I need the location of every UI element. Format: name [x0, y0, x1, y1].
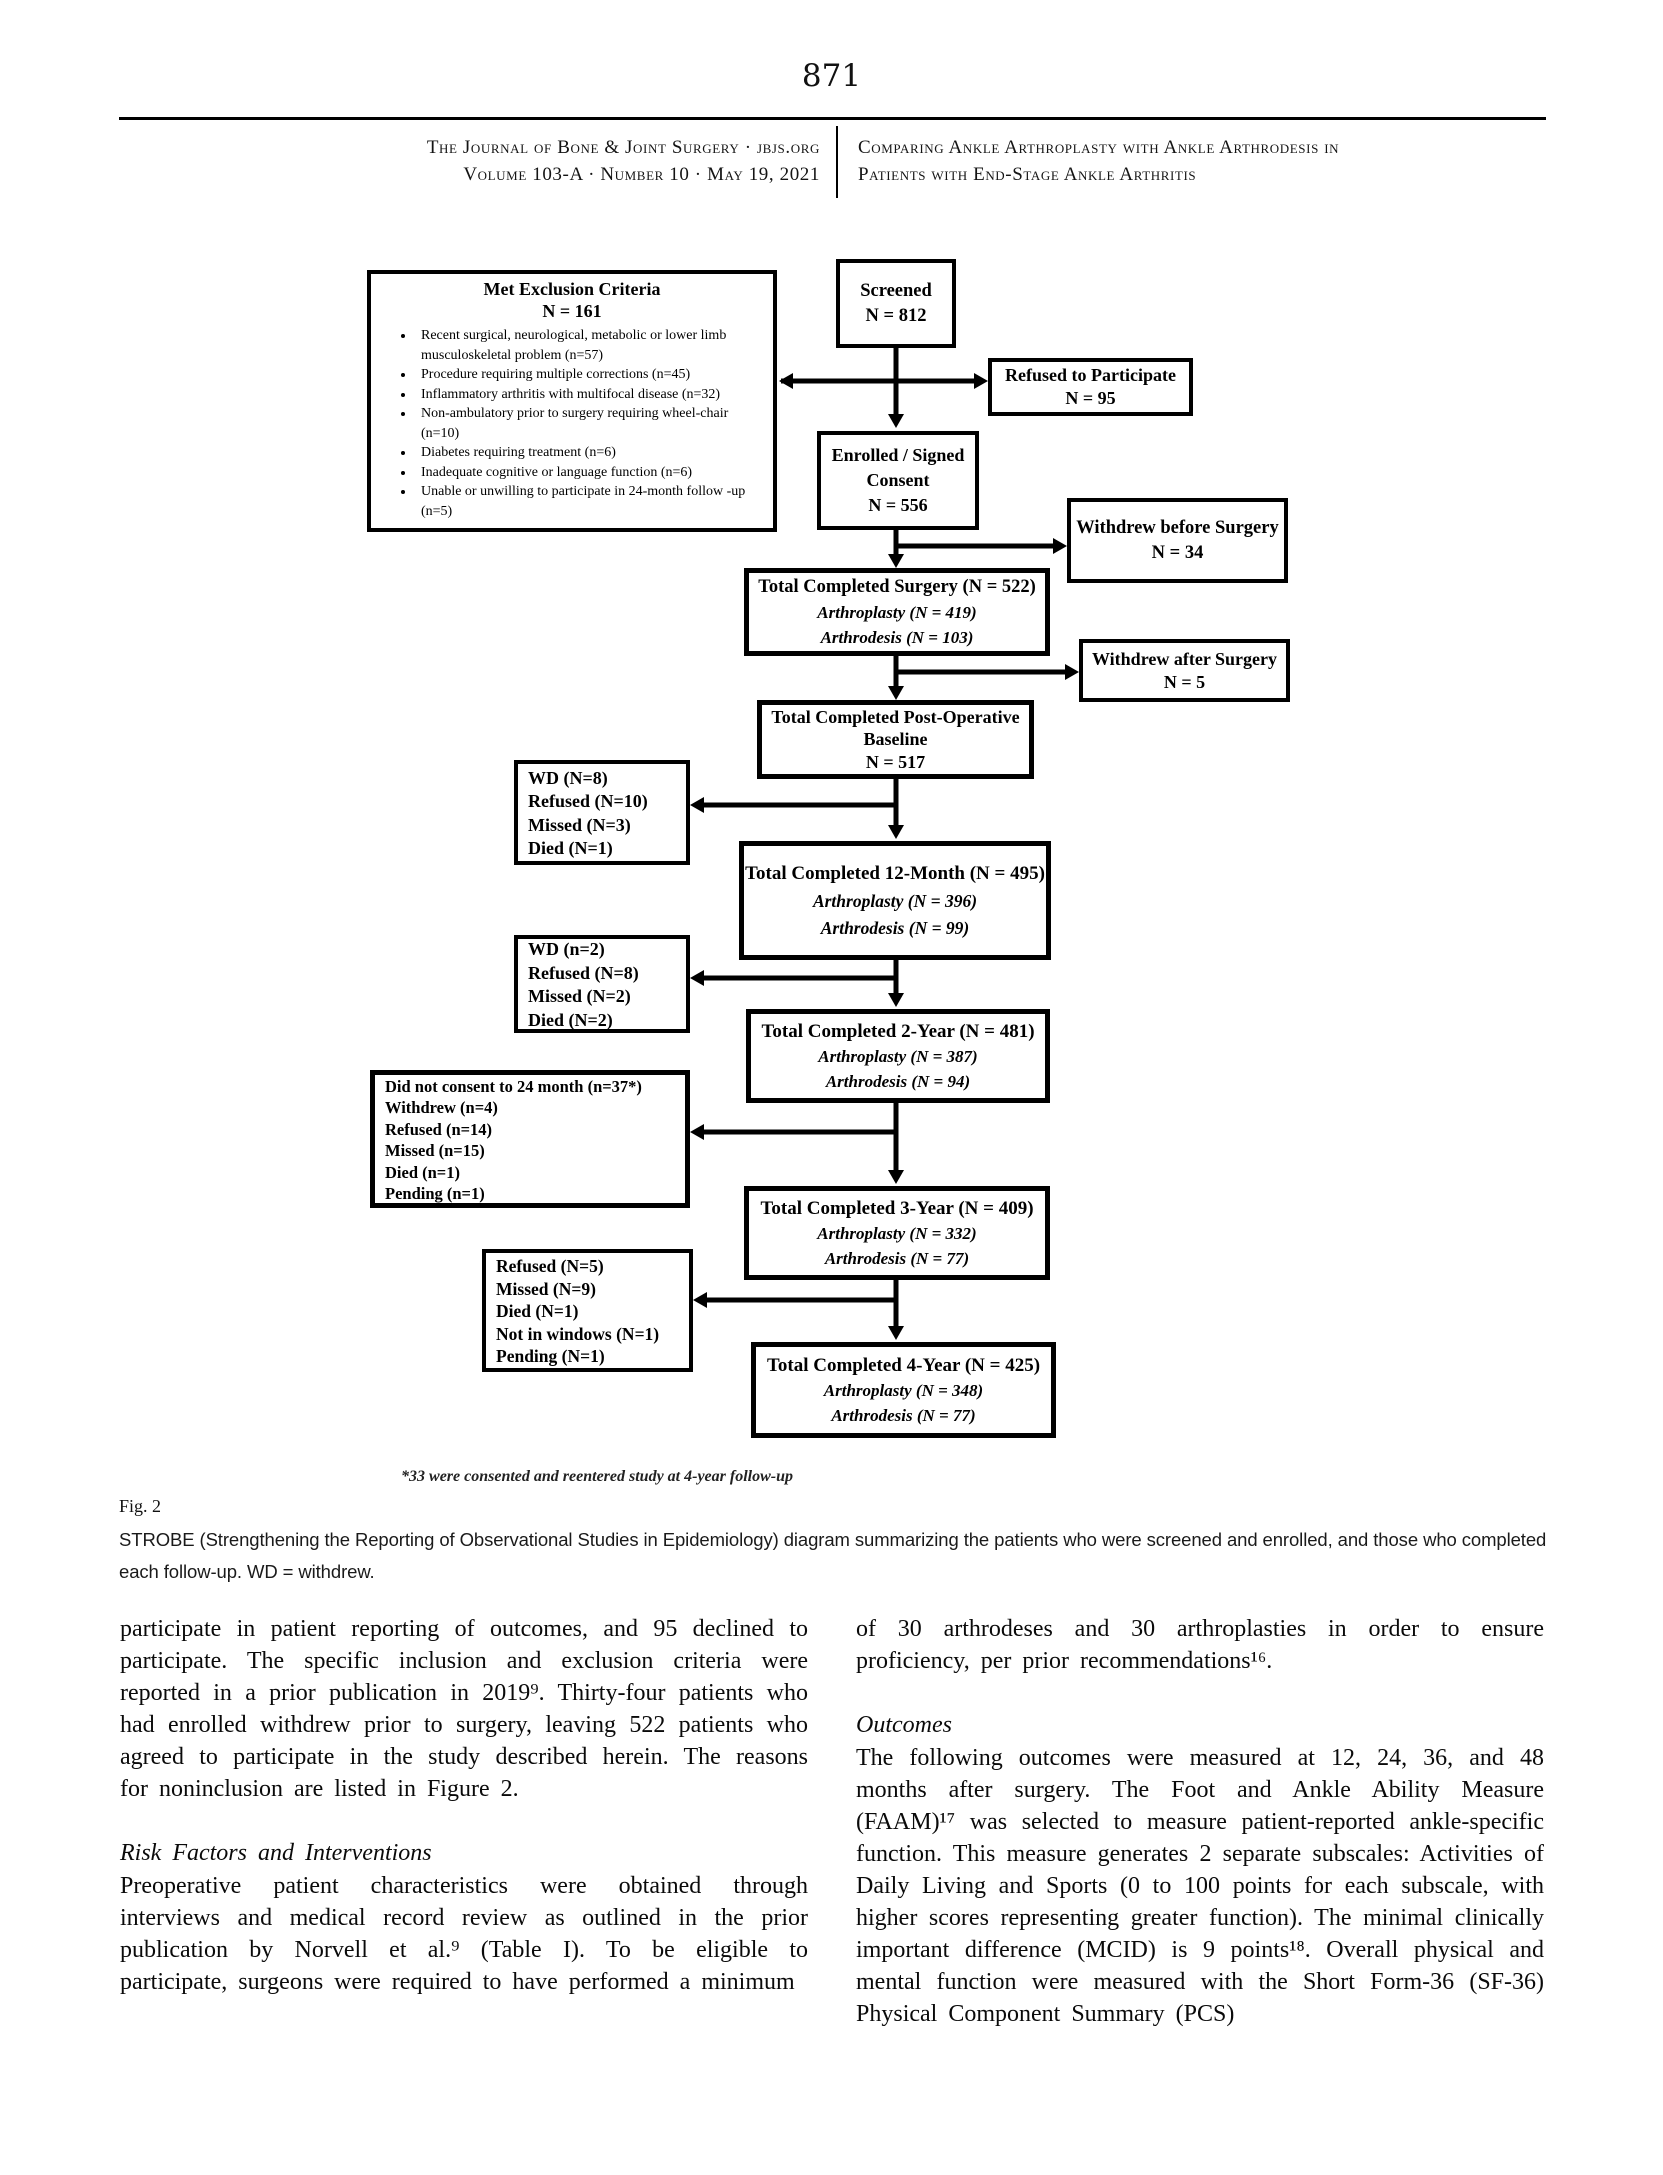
exclusion-title: Met Exclusion Criteria: [483, 279, 661, 299]
article-title: Comparing Ankle Arthroplasty with Ankle …: [858, 134, 1558, 188]
flow-box-baseline: Total Completed Post-Operative Baseline …: [757, 700, 1034, 779]
article-title-line2: Patients with End-Stage Ankle Arthritis: [858, 164, 1197, 185]
flow-box-noconsent: Did not consent to 24 month (n=37*) With…: [370, 1070, 690, 1208]
flow-box-4year: Total Completed 4-Year (N = 425) Arthrop…: [751, 1342, 1056, 1438]
exclusion-list: Recent surgical, neurological, metabolic…: [375, 326, 769, 521]
flow-box-enrolled: Enrolled / Signed Consent N = 556: [817, 431, 979, 530]
exclusion-item: Unable or unwilling to participate in 24…: [415, 482, 769, 521]
figure-caption: STROBE (Strengthening the Reporting of O…: [119, 1529, 1547, 1582]
exclusion-item: Diabetes requiring treatment (n=6): [415, 443, 769, 463]
body-column-left: participate in patient reporting of outc…: [120, 1613, 808, 1998]
flow-box-12month: Total Completed 12-Month (N = 495) Arthr…: [739, 841, 1051, 960]
flow-box-refused-participate: Refused to Participate N = 95: [988, 358, 1193, 416]
header-rule: [119, 117, 1546, 120]
flow-box-screened: Screened N = 812: [836, 259, 956, 348]
body-paragraph: The following outcomes were measured at …: [856, 1745, 1544, 2027]
section-heading-risk-factors: Risk Factors and Interventions: [120, 1840, 432, 1866]
exclusion-item: Procedure requiring multiple corrections…: [415, 365, 769, 385]
page-number: 871: [801, 58, 862, 94]
flow-box-exclusion: Met Exclusion Criteria N = 161 Recent su…: [367, 270, 777, 532]
journal-issue-line: Volume 103-A · Number 10 · May 19, 2021: [463, 164, 820, 185]
journal-masthead: The Journal of Bone & Joint Surgery · jb…: [120, 134, 820, 188]
body-column-right: of 30 arthrodeses and 30 arthroplasties …: [856, 1613, 1544, 2030]
flow-box-wd-2year: WD (n=2) Refused (N=8) Missed (N=2) Died…: [514, 935, 690, 1033]
flow-box-withdrew-before: Withdrew before Surgery N = 34: [1067, 498, 1288, 583]
header-divider: [836, 126, 838, 198]
journal-title-line: The Journal of Bone & Joint Surgery · jb…: [426, 137, 820, 158]
exclusion-item: Recent surgical, neurological, metabolic…: [415, 326, 769, 365]
exclusion-item: Inflammatory arthritis with multifocal d…: [415, 385, 769, 405]
strobe-diagram: Met Exclusion Criteria N = 161 Recent su…: [0, 0, 1663, 1470]
body-paragraph: participate in patient reporting of outc…: [120, 1616, 808, 1802]
flow-arrows: [690, 348, 1079, 1340]
exclusion-item: Inadequate cognitive or language functio…: [415, 463, 769, 483]
flow-box-wd-12month: WD (N=8) Refused (N=10) Missed (N=3) Die…: [514, 760, 690, 865]
article-title-line1: Comparing Ankle Arthroplasty with Ankle …: [858, 137, 1340, 158]
flow-box-surgery: Total Completed Surgery (N = 522) Arthro…: [744, 568, 1050, 656]
exclusion-item: Non-ambulatory prior to surgery requirin…: [415, 404, 769, 443]
flow-box-refused-4year: Refused (N=5) Missed (N=9) Died (N=1) No…: [482, 1249, 693, 1372]
section-heading-outcomes: Outcomes: [856, 1712, 952, 1738]
exclusion-n: N = 161: [542, 301, 602, 321]
figure-label: Fig. 2: [119, 1496, 162, 1516]
flow-box-2year: Total Completed 2-Year (N = 481) Arthrop…: [746, 1009, 1050, 1103]
body-paragraph: of 30 arthrodeses and 30 arthroplasties …: [856, 1616, 1544, 1674]
flow-box-withdrew-after: Withdrew after Surgery N = 5: [1079, 639, 1290, 702]
diagram-footnote: *33 were consented and reentered study a…: [401, 1468, 793, 1485]
flow-box-3year: Total Completed 3-Year (N = 409) Arthrop…: [744, 1186, 1050, 1280]
body-paragraph: Preoperative patient characteristics wer…: [120, 1873, 808, 1995]
